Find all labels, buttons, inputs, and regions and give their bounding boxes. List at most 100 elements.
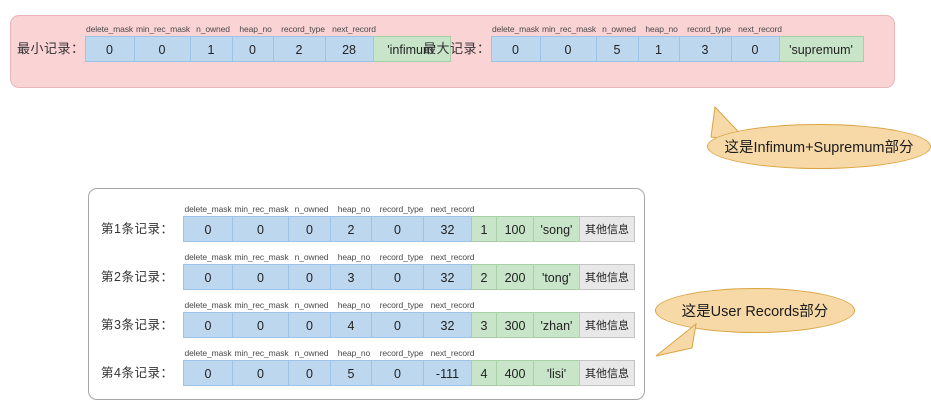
user-record-cell: 3 (330, 264, 372, 290)
user-record-cell: 32 (423, 312, 472, 338)
supremum-label: 最大记录： (423, 41, 491, 56)
infimum-name-cell: 'infimum' (372, 36, 451, 62)
infimum-header-n_owned: n_owned (196, 24, 230, 34)
infimum-cell: 1 (189, 36, 233, 62)
user-record-header-delete_mask: delete_mask (184, 252, 232, 262)
user-record-cell: 0 (232, 264, 289, 290)
user-record-cell: 0 (232, 360, 289, 386)
user-record-label: 第2条记录： (101, 270, 174, 284)
infimum-cell: 0 (231, 36, 274, 62)
user-record-data-cell: 'song' (533, 216, 580, 242)
user-record-cell: 0 (371, 216, 424, 242)
infimum-label: 最小记录： (17, 41, 85, 56)
supremum-header-record_type: record_type (687, 24, 731, 34)
user-record-header-record_type: record_type (379, 252, 424, 262)
user-record-data-cell: 4 (471, 360, 497, 386)
user-record-cell: 32 (423, 264, 472, 290)
user-record-header-heap_no: heap_no (337, 348, 371, 358)
supremum-header-delete_mask: delete_mask (491, 24, 540, 34)
infimum-header-next_record: next_record (332, 24, 376, 34)
user-record-header-heap_no: heap_no (337, 300, 371, 310)
callout-tail-down-icon (655, 322, 697, 357)
supremum-header-next_record: next_record (738, 24, 782, 34)
supremum-header-heap_no: heap_no (645, 24, 678, 34)
user-record-cell: 0 (371, 360, 424, 386)
infimum-header-heap_no: heap_no (239, 24, 272, 34)
infimum-header-record_type: record_type (281, 24, 325, 34)
user-record-label: 第4条记录： (101, 366, 174, 380)
infimum-header-min_rec_mask: min_rec_mask (135, 24, 191, 34)
user-record-header-record_type: record_type (379, 300, 424, 310)
user-record-header-n_owned: n_owned (294, 348, 329, 358)
user-record-header-n_owned: n_owned (294, 300, 329, 310)
user-record-cell: 0 (288, 360, 331, 386)
infimum-cell: 28 (324, 36, 374, 62)
user-record-header-delete_mask: delete_mask (184, 348, 232, 358)
callout-infimum-supremum-text: 这是Infimum+Supremum部分 (724, 140, 914, 156)
user-record-data-cell: 'zhan' (533, 312, 580, 338)
supremum-header-min_rec_mask: min_rec_mask (541, 24, 597, 34)
infimum-cell: 0 (133, 36, 191, 62)
user-record-cell: 4 (330, 312, 372, 338)
user-record-extra-cell: 其他信息 (579, 360, 635, 386)
user-record-header-next_record: next_record (430, 300, 475, 310)
user-record-data-cell: 300 (496, 312, 534, 338)
user-record-label: 第3条记录： (101, 318, 174, 332)
user-record-header-delete_mask: delete_mask (184, 204, 232, 214)
user-record-data-cell: 'lisi' (533, 360, 580, 386)
user-record-cell: 2 (330, 216, 372, 242)
user-record-data-cell: 100 (496, 216, 534, 242)
supremum-cell: 0 (539, 36, 597, 62)
user-record-label: 第1条记录： (101, 222, 174, 236)
user-record-header-record_type: record_type (379, 348, 424, 358)
user-record-cell: 0 (183, 312, 233, 338)
user-record-cell: 0 (232, 216, 289, 242)
user-record-data-cell: 2 (471, 264, 497, 290)
user-record-header-heap_no: heap_no (337, 204, 371, 214)
supremum-cell: 3 (678, 36, 732, 62)
user-record-header-record_type: record_type (379, 204, 424, 214)
user-record-cell: 0 (288, 264, 331, 290)
supremum-cell: 0 (490, 36, 541, 62)
user-record-cell: 0 (288, 312, 331, 338)
callout-user-records-bubble: 这是User Records部分 (655, 288, 855, 333)
user-record-header-min_rec_mask: min_rec_mask (234, 252, 289, 262)
user-record-cell: 0 (183, 264, 233, 290)
user-record-cell: 0 (371, 312, 424, 338)
user-record-cell: 5 (330, 360, 372, 386)
user-record-cell: 0 (288, 216, 331, 242)
supremum-cell: 1 (637, 36, 680, 62)
user-record-header-next_record: next_record (430, 204, 475, 214)
user-record-data-cell: 200 (496, 264, 534, 290)
callout-user-records-text: 这是User Records部分 (681, 304, 829, 320)
infimum-header-delete_mask: delete_mask (85, 24, 134, 34)
user-record-data-cell: 3 (471, 312, 497, 338)
user-record-header-n_owned: n_owned (294, 252, 329, 262)
callout-infimum-supremum-bubble: 这是Infimum+Supremum部分 (707, 124, 931, 169)
user-record-header-n_owned: n_owned (294, 204, 329, 214)
user-record-extra-cell: 其他信息 (579, 312, 635, 338)
supremum-name-cell: 'supremum' (778, 36, 864, 62)
